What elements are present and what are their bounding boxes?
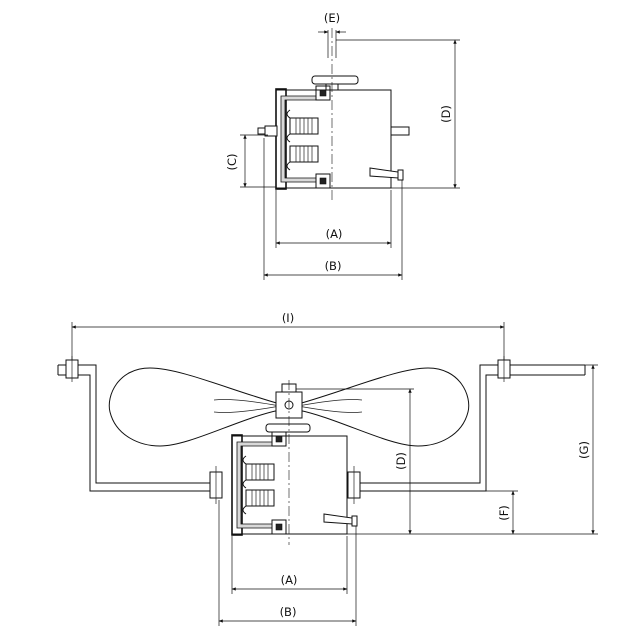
bottom-dim-a-label: (A) — [281, 573, 298, 587]
clamp-bolt-left — [209, 466, 223, 504]
top-dim-b: (B) — [263, 138, 403, 280]
top-bearing-upper-core — [319, 89, 327, 97]
clamp-bolt-right — [347, 466, 361, 504]
top-dim-e: (E) — [318, 11, 346, 58]
propeller-blade-left — [108, 367, 281, 447]
top-dim-c: (C) — [225, 134, 276, 188]
bottom-view: (I) (D) (F) (G) (A) — [57, 311, 598, 626]
top-right-bolt — [390, 126, 410, 136]
bottom-handle — [323, 513, 353, 525]
bottom-dim-i-label: (I) — [282, 311, 294, 325]
bottom-dim-a: (A) — [231, 536, 348, 594]
top-windings — [286, 109, 319, 171]
bottom-bearing-lower-core — [275, 523, 283, 531]
mounting-bracket — [57, 364, 586, 492]
top-dim-a-label: (A) — [326, 227, 343, 241]
top-dim-e-label: (E) — [324, 11, 340, 25]
top-left-gland-nut — [257, 127, 266, 135]
bottom-dim-g-label: (G) — [577, 441, 591, 459]
top-handle — [369, 167, 399, 179]
top-dim-d: (D) — [336, 39, 460, 189]
bottom-handle-cap — [351, 515, 358, 527]
bottom-dim-b: (B) — [218, 500, 357, 626]
top-cover-plate — [275, 88, 287, 190]
top-knob — [311, 75, 359, 85]
bottom-bearing-lower — [271, 519, 287, 535]
bottom-dim-d: (D) — [296, 388, 414, 535]
bracket-bolt-right — [497, 356, 511, 382]
bottom-dim-f-label: (F) — [497, 505, 511, 521]
propeller-blade-right — [297, 367, 470, 447]
top-dim-c-label: (C) — [225, 153, 239, 170]
bracket-bolt-left — [65, 356, 79, 382]
bottom-dim-f: (F) — [414, 490, 518, 535]
bottom-dim-i: (I) — [71, 311, 505, 360]
top-dim-b-label: (B) — [325, 259, 342, 273]
bottom-cover-plate — [231, 434, 243, 536]
top-handle-cap — [397, 169, 404, 181]
bottom-bearing-upper-core — [275, 435, 283, 443]
bottom-dim-d-label: (D) — [394, 452, 408, 470]
top-left-gland — [264, 125, 278, 137]
bottom-dim-b-label: (B) — [280, 605, 297, 619]
top-bearing-upper — [315, 85, 331, 101]
bottom-knob — [265, 423, 311, 433]
top-dim-a: (A) — [275, 190, 392, 248]
bottom-dim-g: (G) — [510, 364, 598, 535]
top-bearing-lower — [315, 173, 331, 189]
top-dim-d-label: (D) — [439, 105, 453, 123]
top-bearing-lower-core — [319, 177, 327, 185]
bottom-windings — [242, 455, 275, 515]
top-view: (E) (D) (C) (A) (B) — [225, 11, 460, 280]
